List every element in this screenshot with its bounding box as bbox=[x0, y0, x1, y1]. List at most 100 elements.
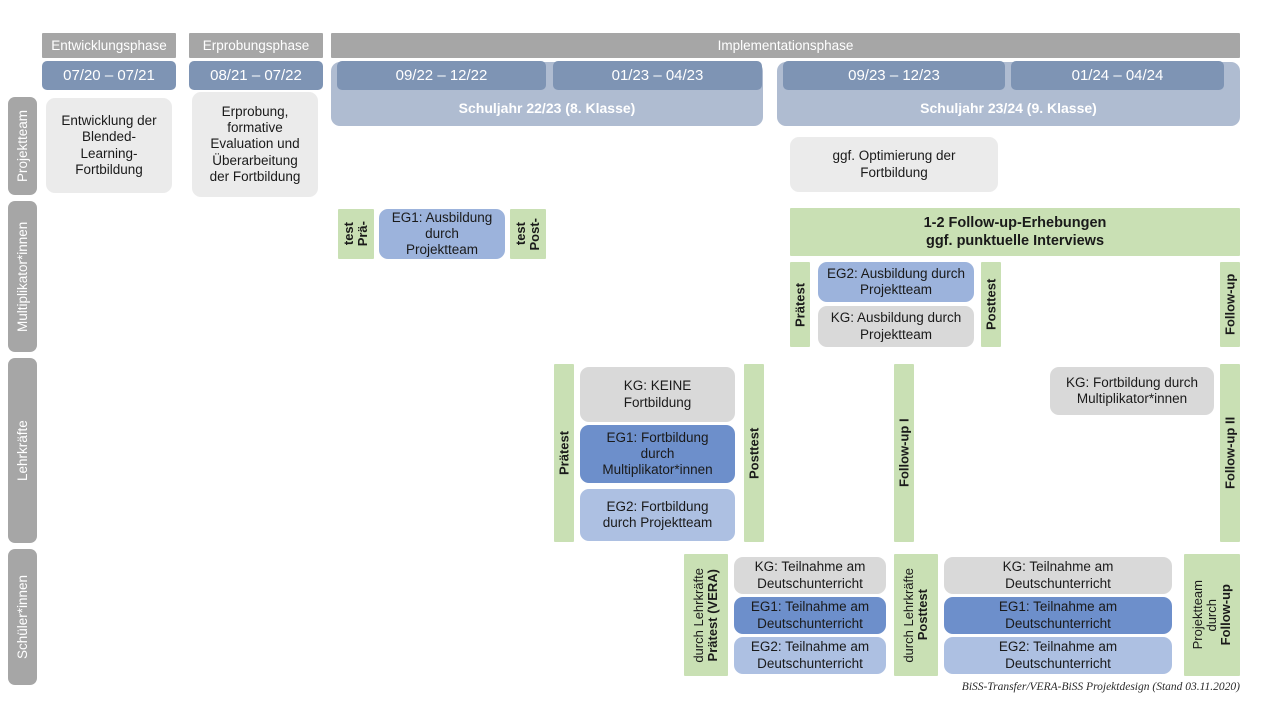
card-eg1-fortbildung-multiplikatoren: EG1: Fortbildung durch Multiplikator*inn… bbox=[580, 425, 735, 483]
strip-praetest-vera-schueler: Prätest (VERA) durch Lehrkräfte bbox=[684, 554, 728, 676]
card-line: KG: KEINE bbox=[623, 378, 692, 394]
strip-praetest-multiplikatoren-left: Prä- test bbox=[338, 209, 374, 259]
period-chip-0: 07/20 – 07/21 bbox=[42, 61, 176, 90]
strip-posttest-lehrkraefte: Posttest bbox=[744, 364, 764, 542]
card-line: durch Projektteam bbox=[602, 515, 713, 530]
card-kg-teilnahme-deutschunterricht-right: KG: Teilnahme am Deutschunterricht bbox=[944, 557, 1172, 594]
strip-followup-multiplikatoren: Follow-up bbox=[1220, 262, 1240, 347]
phase-bar-label: Entwicklungsphase bbox=[51, 37, 167, 53]
phase-bar-entwicklungsphase: Entwicklungsphase bbox=[42, 33, 176, 58]
card-eg1-teilnahme-deutschunterricht-left: EG1: Teilnahme am Deutschunterricht bbox=[734, 597, 886, 634]
card-line: Fortbildung bbox=[860, 164, 928, 180]
card-eg1-ausbildung-projektteam: EG1: Ausbildung durch Projektteam bbox=[379, 209, 505, 259]
card-line: EG1: Teilnahme am bbox=[998, 599, 1118, 615]
card-line: Deutschunterricht bbox=[1005, 575, 1111, 591]
row-label-text: Multiplikator*innen bbox=[15, 221, 30, 332]
card-line: Deutschunterricht bbox=[757, 575, 863, 591]
card-line: KG: Teilnahme am bbox=[1002, 559, 1114, 575]
school-year-label: Schuljahr 22/23 (8. Klasse) bbox=[458, 100, 636, 117]
strip-line: Follow-up bbox=[1218, 584, 1234, 646]
card-eg2-teilnahme-deutschunterricht-left: EG2: Teilnahme am Deutschunterricht bbox=[734, 637, 886, 674]
strip-line: Prä- bbox=[355, 221, 370, 247]
strip-praetest-multiplikatoren-right: Prätest bbox=[790, 262, 810, 347]
card-line: Fortbildung bbox=[623, 394, 692, 410]
row-label-text: Lehrkräfte bbox=[15, 420, 30, 481]
strip-line: Posttest bbox=[915, 589, 930, 641]
period-label: 08/21 – 07/22 bbox=[210, 66, 302, 84]
card-line: EG1: Teilnahme am bbox=[750, 599, 870, 615]
card-line: KG: Fortbildung durch bbox=[1065, 374, 1199, 390]
card-kg-ausbildung-projektteam: KG: Ausbildung durch Projektteam bbox=[818, 306, 974, 347]
card-line: KG: Ausbildung durch bbox=[830, 310, 962, 326]
strip-line: test bbox=[512, 222, 528, 246]
period-chip-5: 01/24 – 04/24 bbox=[1011, 61, 1224, 90]
strip-line: Follow-up bbox=[1222, 273, 1238, 336]
strip-subline: durch Lehrkräfte bbox=[690, 567, 706, 663]
period-chip-3: 01/23 – 04/23 bbox=[553, 61, 762, 90]
card-line: Learning- bbox=[80, 145, 138, 161]
card-line: EG2: Ausbildung durch bbox=[826, 265, 966, 281]
banner-line: ggf. punktuelle Interviews bbox=[925, 233, 1105, 249]
period-chip-1: 08/21 – 07/22 bbox=[189, 61, 323, 90]
card-eg2-fortbildung-projektteam: EG2: Fortbildung durch Projektteam bbox=[580, 489, 735, 541]
card-line: Fortbildung bbox=[75, 161, 143, 177]
card-entwicklung-fortbildung: Entwicklung der Blended- Learning- Fortb… bbox=[46, 98, 172, 193]
card-line: EG1: Ausbildung bbox=[391, 209, 493, 225]
banner-line: 1-2 Follow-up-Erhebungen bbox=[923, 214, 1107, 231]
card-kg-fortbildung-multiplikatoren: KG: Fortbildung durch Multiplikator*inne… bbox=[1050, 367, 1214, 415]
period-label: 01/23 – 04/23 bbox=[611, 66, 704, 84]
row-label-multiplikatorinnen: Multiplikator*innen bbox=[8, 201, 37, 352]
phase-bar-label: Erprobungsphase bbox=[202, 37, 310, 53]
card-line: der Fortbildung bbox=[209, 168, 301, 184]
card-line: ggf. Optimierung der bbox=[832, 148, 956, 164]
strip-line: test bbox=[340, 222, 356, 246]
card-line: Deutschunterricht bbox=[1005, 615, 1111, 631]
banner-followup-erhebungen: 1-2 Follow-up-Erhebungen ggf. punktuelle… bbox=[790, 208, 1240, 256]
period-label: 09/23 – 12/23 bbox=[848, 66, 940, 84]
strip-line: Prätest bbox=[556, 430, 572, 476]
card-line: Multiplikator*innen bbox=[1076, 391, 1188, 406]
row-label-text: Projektteam bbox=[15, 109, 30, 183]
strip-subline: Projektteam bbox=[1189, 580, 1205, 650]
row-label-projektteam: Projektteam bbox=[8, 97, 37, 195]
period-chip-2: 09/22 – 12/22 bbox=[337, 61, 546, 90]
card-line: Entwicklung der bbox=[61, 113, 157, 129]
period-label: 09/22 – 12/22 bbox=[395, 66, 488, 84]
row-label-text: Schüler*innen bbox=[15, 574, 30, 660]
card-line: Projektteam bbox=[859, 326, 933, 342]
period-label: 01/24 – 04/24 bbox=[1071, 66, 1164, 84]
strip-followup-1-lehrkraefte: Follow-up I bbox=[894, 364, 914, 542]
card-line: durch bbox=[640, 445, 675, 461]
card-line: KG: Teilnahme am bbox=[754, 559, 866, 575]
footer-caption: BiSS-Transfer/VERA-BiSS Projektdesign (S… bbox=[700, 681, 1240, 699]
card-eg1-teilnahme-deutschunterricht-right: EG1: Teilnahme am Deutschunterricht bbox=[944, 597, 1172, 634]
strip-posttest-multiplikatoren-right: Posttest bbox=[981, 262, 1001, 347]
period-chip-4: 09/23 – 12/23 bbox=[783, 61, 1005, 90]
card-optimierung-fortbildung: ggf. Optimierung der Fortbildung bbox=[790, 137, 998, 192]
strip-followup-schueler: Follow-up durch Projektteam bbox=[1184, 554, 1240, 676]
card-line: Erprobung, bbox=[221, 104, 289, 120]
card-line: EG2: Teilnahme am bbox=[750, 639, 870, 655]
card-line: Deutschunterricht bbox=[757, 615, 863, 631]
card-erprobung-evaluation: Erprobung, formative Evaluation und Über… bbox=[192, 92, 318, 197]
strip-line: Follow-up II bbox=[1222, 416, 1238, 490]
card-line: EG2: Fortbildung bbox=[606, 498, 709, 514]
card-line: Projektteam bbox=[405, 242, 479, 258]
school-year-label: Schuljahr 23/24 (9. Klasse) bbox=[920, 100, 1097, 117]
strip-praetest-lehrkraefte: Prätest bbox=[554, 364, 574, 542]
row-label-schuelerinnen: Schüler*innen bbox=[8, 549, 37, 685]
card-line: EG1: Fortbildung bbox=[606, 429, 709, 445]
strip-posttest-multiplikatoren-left: Post- test bbox=[510, 209, 546, 259]
strip-line: Prätest (VERA) bbox=[705, 568, 720, 662]
card-line: EG2: Teilnahme am bbox=[998, 639, 1118, 655]
strip-subline: durch Lehrkräfte bbox=[900, 567, 916, 663]
row-label-lehrkraefte: Lehrkräfte bbox=[8, 358, 37, 543]
phase-bar-erprobungsphase: Erprobungsphase bbox=[189, 33, 323, 58]
card-line: durch bbox=[425, 225, 459, 241]
strip-line: Prätest bbox=[792, 282, 808, 327]
phase-bar-label: Implementationsphase bbox=[717, 37, 854, 53]
period-label: 07/20 – 07/21 bbox=[63, 66, 155, 84]
card-eg2-teilnahme-deutschunterricht-right: EG2: Teilnahme am Deutschunterricht bbox=[944, 637, 1172, 674]
strip-line: Follow-up I bbox=[896, 418, 912, 488]
